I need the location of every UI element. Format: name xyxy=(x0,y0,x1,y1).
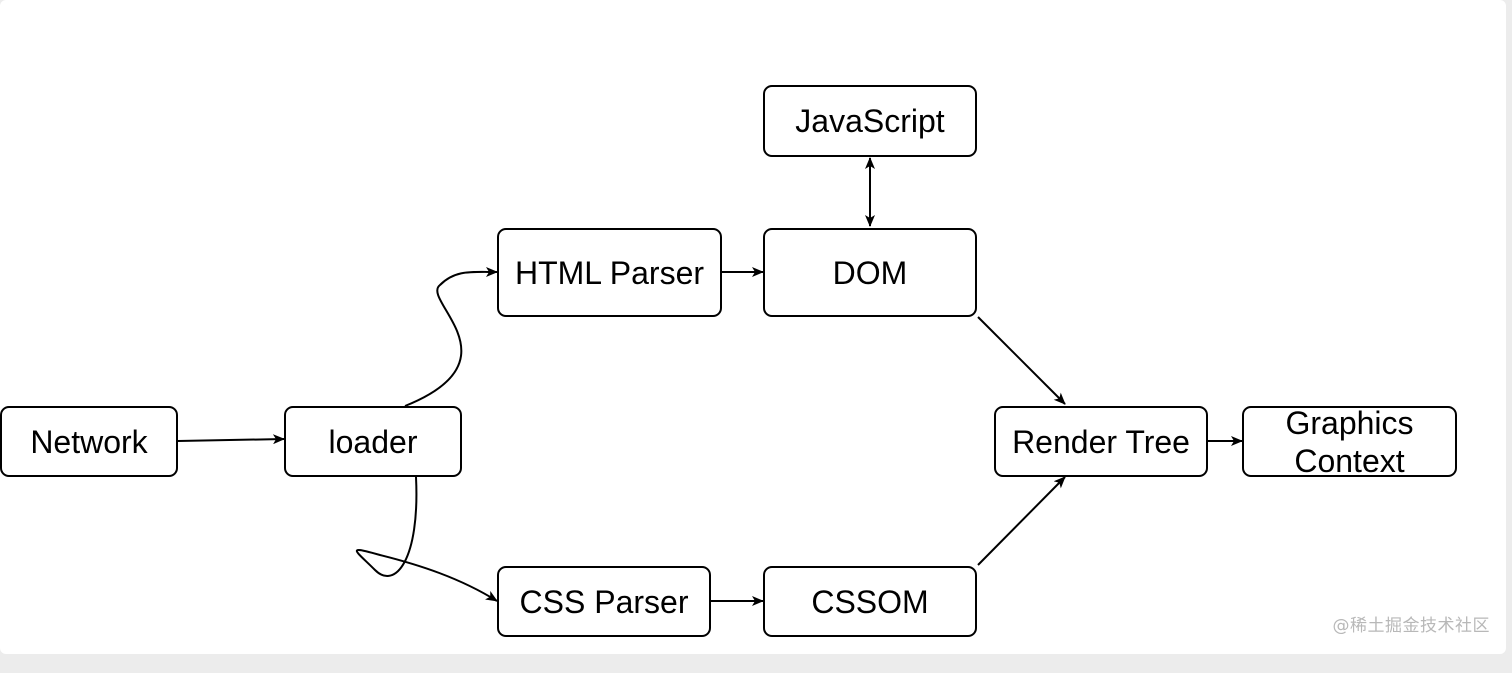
node-html-parser: HTML Parser xyxy=(497,228,722,317)
node-network: Network xyxy=(0,406,178,477)
arrow-loader-to-css-parser xyxy=(355,476,498,602)
node-javascript: JavaScript xyxy=(763,85,977,157)
connector-layer xyxy=(177,157,1243,606)
node-cssom: CSSOM xyxy=(763,566,977,637)
node-dom: DOM xyxy=(763,228,977,317)
node-css-parser: CSS Parser xyxy=(497,566,711,637)
arrow-cssom-to-render-tree xyxy=(977,476,1066,566)
node-render-tree: Render Tree xyxy=(994,406,1208,477)
arrow-loader-to-html-parser xyxy=(404,266,498,407)
node-graphics-context: Graphics Context xyxy=(1242,405,1457,479)
arrow-network-to-loader xyxy=(177,434,285,445)
arrow-dom-to-render-tree xyxy=(977,316,1066,405)
watermark-text: @稀土掘金技术社区 xyxy=(1332,616,1490,636)
diagram-canvas: JavaScript HTML Parser DOM Network loade… xyxy=(0,0,1506,654)
node-loader: loader xyxy=(284,406,462,477)
